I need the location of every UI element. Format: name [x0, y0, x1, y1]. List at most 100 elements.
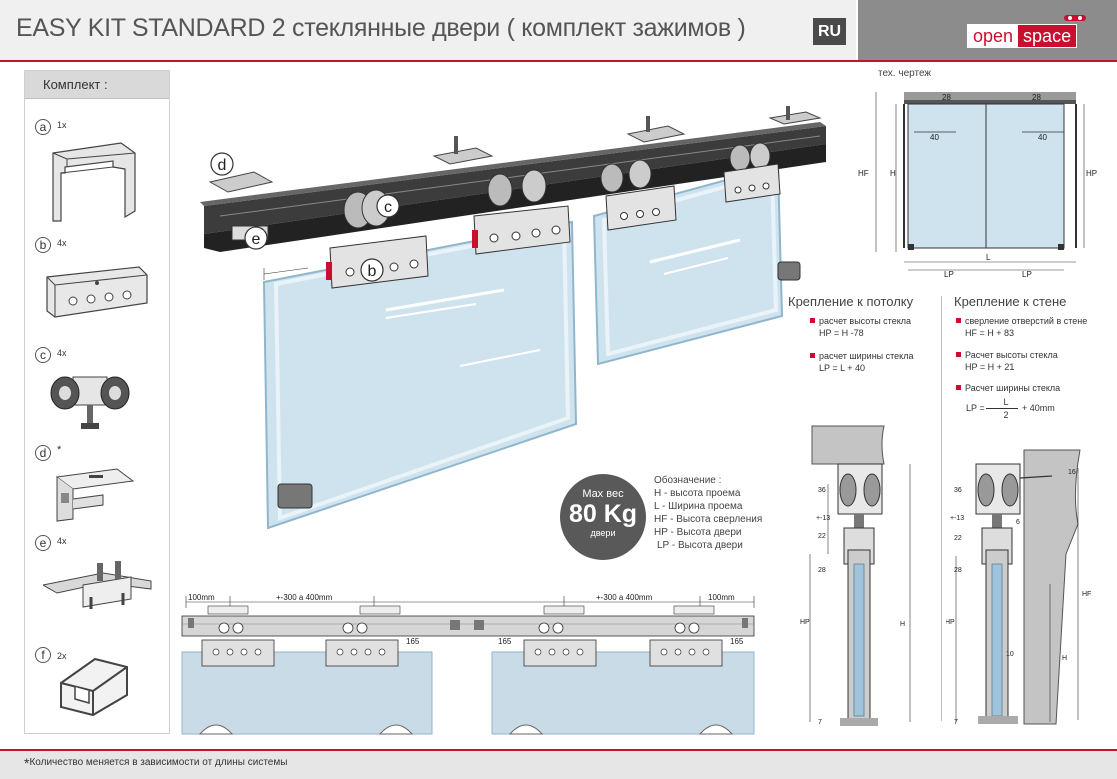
formula-label: Расчет ширины стекла	[965, 383, 1061, 393]
clamp-plate	[326, 163, 781, 289]
tech-dim-40-left: 40	[930, 133, 939, 142]
kit-letter: e	[35, 535, 51, 551]
callout-c: c	[376, 194, 400, 218]
tech-dim-LP-left: LP	[944, 270, 954, 279]
page-header: EASY KIT STANDARD 2 стеклянные двери ( к…	[0, 0, 1117, 62]
section-wall: 16 36 +-13 6 22 28 HF HP H 10 7	[946, 449, 1091, 726]
dim-100-right: 100mm	[708, 593, 735, 602]
kit-letter: a	[35, 119, 51, 135]
wall-formula-drill: сверление отверстий в стене HF = H + 83	[956, 315, 1087, 339]
kit-letter: d	[35, 445, 51, 461]
main-illustration: d c e b	[200, 106, 826, 530]
sw-dim-28: 28	[954, 567, 962, 574]
bottom-drawing: 100mm +-300 a 400mm +-300 a 400mm 100mm …	[181, 593, 755, 735]
clamp-plate-icon	[46, 266, 148, 318]
sc-dim-28: 28	[818, 567, 826, 574]
dim-165-b: 165	[498, 637, 512, 646]
fraction-bar	[986, 408, 1018, 409]
sw-dim-36: 36	[954, 487, 962, 494]
sw-dim-HP: HP	[946, 619, 955, 626]
formula-label: расчет высоты стекла	[819, 316, 911, 326]
sc-dim-36: 36	[818, 487, 826, 494]
sc-dim-H: H	[900, 621, 905, 628]
header-divider	[0, 60, 1117, 62]
roller-carriage-icon	[50, 376, 130, 429]
wall-title: Крепление к стене	[954, 294, 1067, 309]
dim-range-right: +-300 a 400mm	[596, 593, 653, 602]
roller-carriage	[343, 142, 771, 229]
sw-dim-22: 22	[954, 535, 962, 542]
footer-divider	[0, 749, 1117, 751]
callout-d: d	[210, 152, 234, 176]
sc-dim-22: 22	[818, 533, 826, 540]
callout-c-text: c	[384, 199, 392, 216]
fraction-numerator: L	[1003, 397, 1009, 407]
language-badge: RU	[813, 18, 846, 45]
callout-d-text: d	[218, 157, 227, 174]
bullet-icon	[810, 353, 815, 358]
ceiling-formula-height: расчет высоты стекла HP = H -78	[810, 315, 911, 339]
dim-165-a: 165	[406, 637, 420, 646]
kit-qty: 4x	[57, 238, 67, 248]
sw-dim-16: 16	[1068, 469, 1076, 476]
sc-dim-HP: HP	[800, 619, 810, 626]
bottom-clamp	[201, 639, 723, 667]
kit-letter: b	[35, 237, 51, 253]
sw-dim-10: 10	[1006, 651, 1014, 658]
legend-title: Обозначение :	[654, 475, 722, 486]
section-ceiling: 36 +-13 22 28 HP H 7	[800, 425, 911, 726]
bullet-icon	[956, 385, 961, 390]
legend-item: HP - Высота двери	[654, 527, 742, 538]
kit-qty: *	[57, 444, 62, 456]
stopper-icon	[43, 561, 152, 609]
tech-dim-LP-right: LP	[1022, 270, 1032, 279]
kit-letter: c	[35, 347, 51, 363]
tech-dim-40-right: 40	[1038, 133, 1047, 142]
callout-e-text: e	[252, 231, 261, 248]
logo-mark-icon	[1064, 15, 1086, 21]
legend-item: LP - Высота двери	[657, 540, 743, 551]
floor-guide	[777, 261, 801, 281]
wall-formula-width-value: LP =	[966, 402, 985, 414]
bullet-icon	[810, 318, 815, 323]
ceiling-bracket	[208, 171, 274, 193]
legend-item: H - высота проема	[654, 488, 741, 499]
legend: Обозначение : H - высота проема L - Шири…	[654, 474, 762, 552]
tech-drawing-title: тех. чертеж	[878, 68, 932, 79]
max-weight-badge: Max вес 80 Kg двери	[560, 474, 646, 560]
page-footer: *Количество меняется в зависимости от дл…	[0, 749, 1117, 779]
floor-guide-icon	[60, 657, 128, 717]
callout-e: e	[244, 226, 268, 250]
callout-b-text: b	[368, 263, 377, 280]
weight-line3: двери	[590, 528, 616, 538]
formula-value: LP = L + 40	[819, 363, 866, 373]
sw-dim-6: 6	[1016, 519, 1020, 526]
wall-formula-width: Расчет ширины стекла	[956, 382, 1060, 394]
callout-b: b	[360, 258, 384, 282]
ceiling-formula-width: расчет ширины стекла LP = L + 40	[810, 350, 913, 374]
formula-prefix: LP =	[966, 403, 985, 413]
tech-dim-28-right: 28	[1032, 93, 1041, 102]
formula-label: Расчет высоты стекла	[965, 350, 1058, 360]
weight-line1: Max вес	[582, 488, 624, 500]
page-title: EASY KIT STANDARD 2 стеклянные двери ( к…	[16, 14, 746, 42]
tech-dim-28-left: 28	[942, 93, 951, 102]
tech-dim-H: H	[890, 169, 896, 178]
sc-dim-7: 7	[818, 719, 822, 726]
tech-dim-L: L	[986, 253, 991, 262]
logo-open-text: open	[968, 25, 1019, 47]
sw-dim-7: 7	[954, 719, 958, 726]
dim-range-left: +-300 a 400mm	[276, 593, 333, 602]
formula-label: сверление отверстий в стене	[965, 316, 1088, 326]
title-bar	[0, 0, 856, 62]
kit-qty: 4x	[57, 536, 67, 546]
dim-165-c: 165	[730, 637, 744, 646]
footer-note: *Количество меняется в зависимости от дл…	[24, 755, 287, 771]
formula-value: HF = H + 83	[965, 328, 1015, 338]
footer-note-text: Количество меняется в зависимости от дли…	[29, 757, 288, 768]
dim-100-left: 100mm	[188, 593, 215, 602]
formula-value: HP = H -78	[819, 328, 864, 338]
formula-value: HP = H + 21	[965, 362, 1015, 372]
logo-space-text: space	[1018, 25, 1077, 47]
brand-logo: open space	[967, 24, 1078, 48]
